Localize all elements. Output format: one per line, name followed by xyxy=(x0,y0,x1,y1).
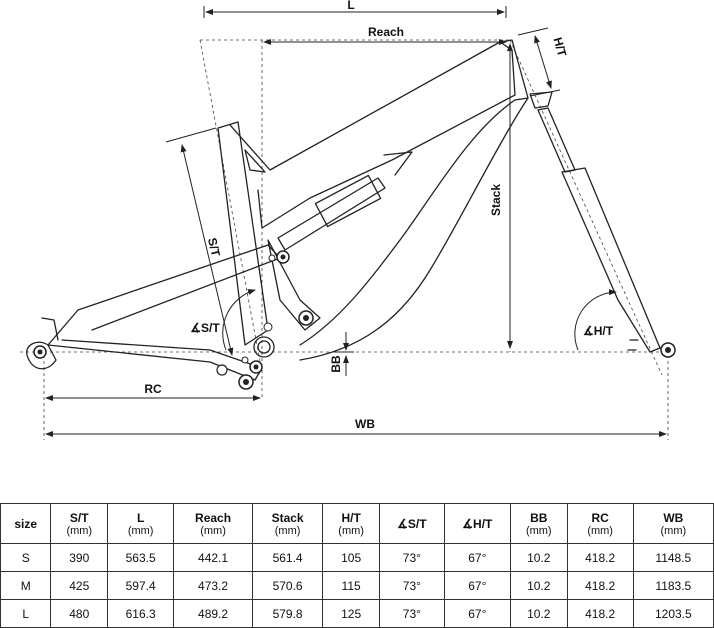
table-cell: 579.8 xyxy=(251,599,324,628)
label-L: L xyxy=(347,0,354,12)
table-cell: 489.2 xyxy=(173,599,253,628)
table-cell: 480 xyxy=(50,599,109,628)
label-rc: RC xyxy=(144,382,162,396)
header-col: ∡S/T xyxy=(378,503,445,544)
table-cell: 73° xyxy=(378,571,445,600)
table-cell: 1183.5 xyxy=(632,571,714,600)
geometry-table-header: size S/T(mm)L(mm)Reach(mm)Stack(mm)H/T(m… xyxy=(0,503,714,544)
table-cell: 67° xyxy=(443,599,511,628)
table-cell: 115 xyxy=(322,571,380,600)
table-cell: 67° xyxy=(443,543,511,572)
table-cell: 105 xyxy=(322,543,380,572)
label-st: S/T xyxy=(205,236,223,258)
table-cell: 561.4 xyxy=(251,543,324,572)
header-col: BB(mm) xyxy=(509,503,568,544)
table-cell: 1148.5 xyxy=(632,543,714,572)
geometry-table: size S/T(mm)L(mm)Reach(mm)Stack(mm)H/T(m… xyxy=(0,503,714,628)
table-cell: 442.1 xyxy=(173,543,253,572)
label-ht-angle: ∡H/T xyxy=(583,324,614,338)
header-col: S/T(mm) xyxy=(50,503,109,544)
label-stack: Stack xyxy=(489,184,503,216)
size-cell: L xyxy=(0,599,52,628)
table-cell: 616.3 xyxy=(107,599,175,628)
label-st-angle: ∡S/T xyxy=(190,321,220,335)
header-col: Stack(mm) xyxy=(251,503,324,544)
label-reach: Reach xyxy=(368,25,404,39)
table-cell: 73° xyxy=(378,543,445,572)
header-size: size xyxy=(0,503,52,544)
dimension-labels: L Reach H/T S/T Stack ∡S/T ∡H/T BB RC WB xyxy=(144,0,613,431)
table-cell: 597.4 xyxy=(107,571,175,600)
table-cell: 10.2 xyxy=(509,543,568,572)
table-cell: 1203.5 xyxy=(632,599,714,628)
table-cell: 563.5 xyxy=(107,543,175,572)
header-col: WB(mm) xyxy=(632,503,714,544)
table-cell: 473.2 xyxy=(173,571,253,600)
table-cell: 73° xyxy=(378,599,445,628)
label-wb: WB xyxy=(355,417,375,431)
table-cell: 125 xyxy=(322,599,380,628)
header-col: RC(mm) xyxy=(566,503,634,544)
dimension-lines xyxy=(45,6,667,437)
table-cell: 390 xyxy=(50,543,109,572)
table-cell: 425 xyxy=(50,571,109,600)
bike-frame xyxy=(26,39,676,390)
size-cell: S xyxy=(0,543,52,572)
reference-lines xyxy=(20,39,669,440)
table-cell: 10.2 xyxy=(509,571,568,600)
table-cell: 570.6 xyxy=(251,571,324,600)
table-cell: 67° xyxy=(443,571,511,600)
table-cell: 418.2 xyxy=(566,571,634,600)
table-cell: 418.2 xyxy=(566,599,634,628)
size-cell: M xyxy=(0,571,52,600)
header-col: Reach(mm) xyxy=(173,503,253,544)
label-bb: BB xyxy=(329,355,343,373)
bike-geometry-diagram: L Reach H/T S/T Stack ∡S/T ∡H/T BB RC WB xyxy=(20,0,676,440)
header-col: L(mm) xyxy=(107,503,175,544)
header-col: H/T(mm) xyxy=(322,503,380,544)
table-cell: 10.2 xyxy=(509,599,568,628)
header-col: ∡H/T xyxy=(443,503,511,544)
label-ht: H/T xyxy=(550,36,569,59)
table-cell: 418.2 xyxy=(566,543,634,572)
